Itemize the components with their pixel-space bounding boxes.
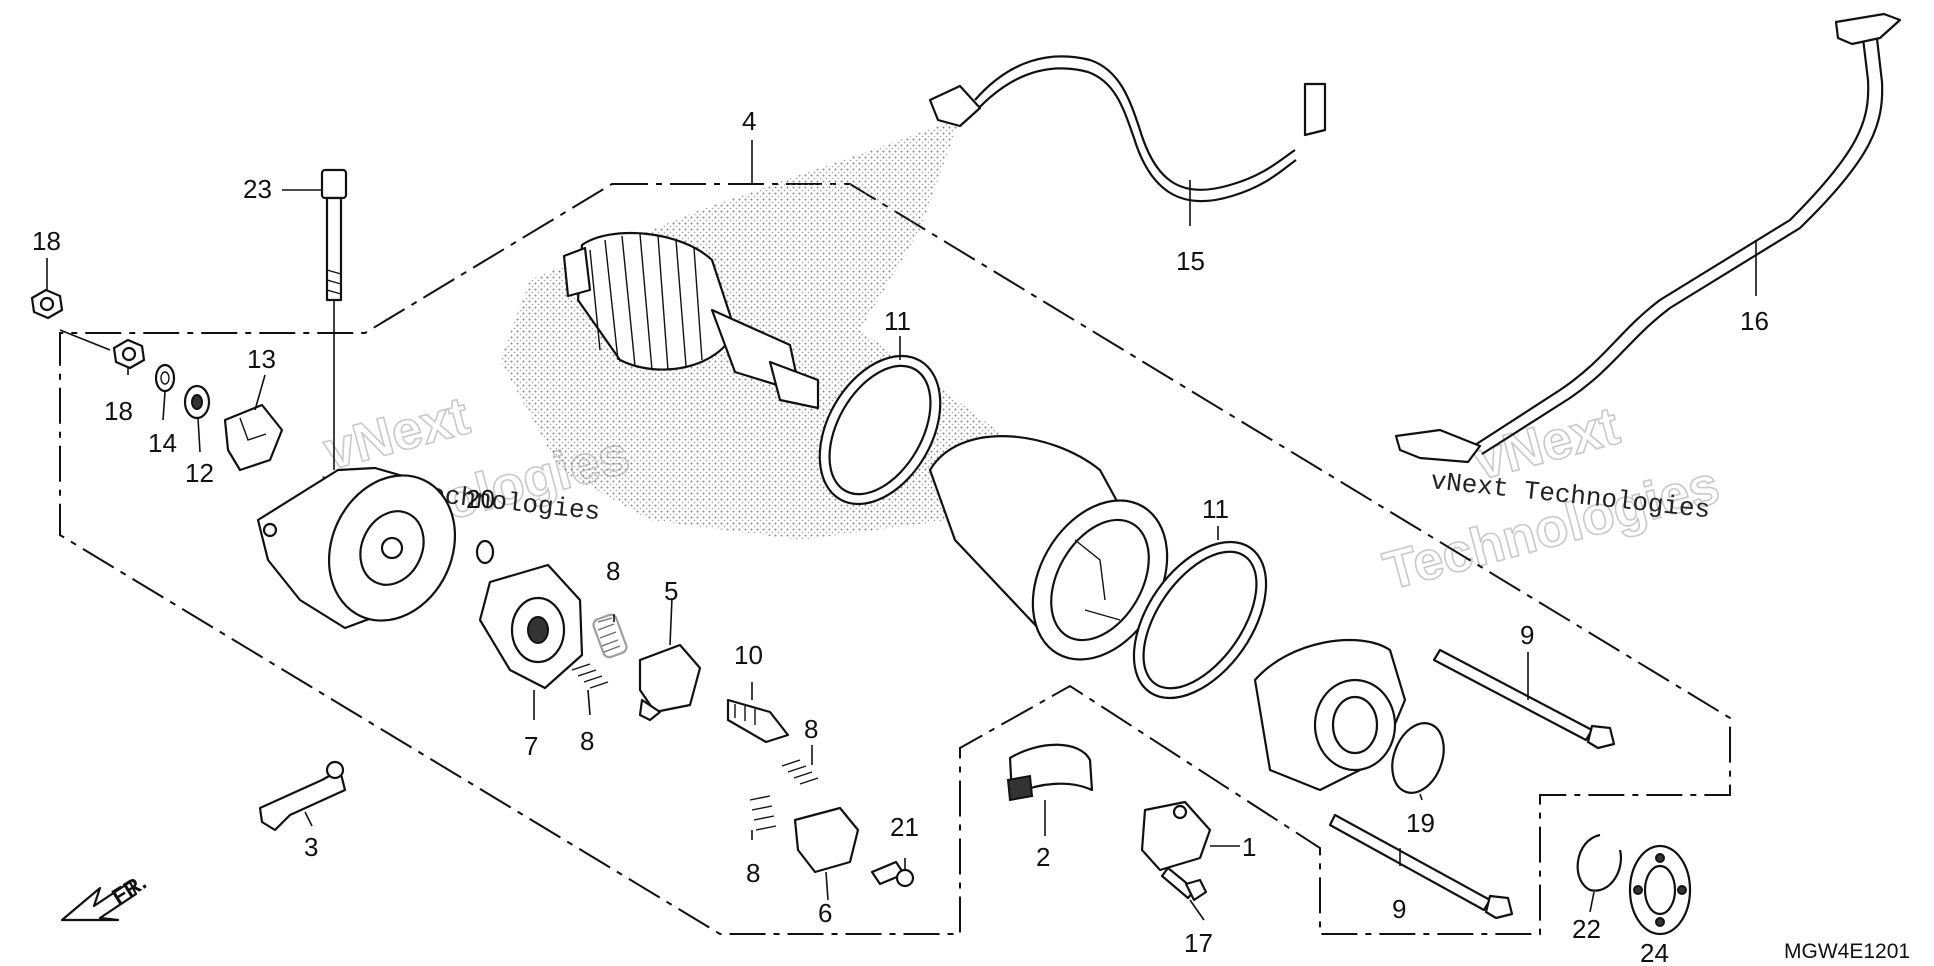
screw-17 bbox=[1160, 866, 1208, 902]
callout-8-upper: 8 bbox=[606, 556, 620, 586]
o-ring-11-upper bbox=[818, 354, 942, 506]
washer-14 bbox=[154, 363, 176, 393]
o-ring-19 bbox=[1391, 722, 1445, 794]
callout-5: 5 bbox=[664, 576, 678, 606]
screw-21 bbox=[870, 860, 915, 888]
armature-rotor bbox=[562, 231, 820, 410]
nut-18-inner bbox=[112, 338, 146, 370]
front-direction-arrow: FR. bbox=[60, 869, 151, 922]
callout-8-lower: 8 bbox=[746, 858, 760, 888]
bracket-3 bbox=[258, 760, 347, 832]
plate-1 bbox=[1140, 800, 1212, 872]
o-ring-11-lower bbox=[1132, 540, 1268, 700]
callout-11-upper: 11 bbox=[884, 306, 911, 336]
watermark-technologies-right: Technologies bbox=[1378, 455, 1726, 602]
nut-18-outer bbox=[30, 288, 64, 320]
spring-8-upper bbox=[592, 613, 628, 659]
terminal-insulator-13 bbox=[223, 403, 284, 472]
callout-numbers: 4 23 18 18 14 12 13 11 11 15 16 20 8 5 1… bbox=[32, 106, 1769, 966]
callout-8-left: 8 bbox=[580, 726, 594, 756]
motor-yoke-case bbox=[928, 435, 1169, 661]
callout-12: 12 bbox=[185, 458, 214, 488]
diagram-code: MGW4E1201 bbox=[1784, 940, 1910, 963]
watermark-right: vNext Technologies vNext Technologies bbox=[1377, 395, 1726, 603]
callout-15: 15 bbox=[1176, 246, 1205, 276]
callout-8-mid: 8 bbox=[804, 714, 818, 744]
cable-15 bbox=[928, 55, 1327, 203]
callout-18-inner: 18 bbox=[104, 396, 133, 426]
callout-16: 16 bbox=[1740, 306, 1769, 336]
washer-20 bbox=[475, 539, 495, 565]
spring-8-mid bbox=[781, 759, 819, 785]
bolt-9-lower bbox=[1328, 813, 1514, 920]
brush-terminal-10 bbox=[726, 698, 790, 744]
leader-lines bbox=[46, 140, 1757, 921]
front-cover bbox=[1253, 638, 1407, 792]
callout-24: 24 bbox=[1640, 938, 1669, 966]
callout-9-upper: 9 bbox=[1520, 620, 1534, 650]
rear-cover-housing bbox=[256, 466, 457, 630]
bolt-23 bbox=[320, 168, 348, 470]
watermark-vnext-left: vNext bbox=[318, 386, 476, 482]
cable-16 bbox=[1394, 12, 1902, 464]
callout-6: 6 bbox=[818, 898, 832, 928]
assembly-boundary-outline bbox=[59, 183, 1731, 935]
callout-9-lower: 9 bbox=[1392, 894, 1406, 924]
insulator-12 bbox=[183, 384, 211, 420]
callout-18-outer: 18 bbox=[32, 226, 61, 256]
insulator-2 bbox=[1006, 743, 1094, 802]
callout-13: 13 bbox=[247, 344, 276, 374]
callout-20: 20 bbox=[466, 484, 495, 514]
callout-14: 14 bbox=[148, 428, 177, 458]
callout-1: 1 bbox=[1242, 832, 1256, 862]
brush-plate-5 bbox=[638, 643, 702, 722]
callout-23: 23 bbox=[243, 174, 272, 204]
callout-17: 17 bbox=[1184, 928, 1213, 958]
callout-3: 3 bbox=[304, 832, 318, 862]
leader-nut-chain bbox=[59, 329, 111, 351]
callout-22: 22 bbox=[1572, 914, 1601, 944]
brush-holder-plate-6 bbox=[793, 806, 860, 874]
callout-7: 7 bbox=[524, 731, 538, 761]
circlip-22 bbox=[1576, 833, 1623, 892]
brush-holder-7 bbox=[478, 563, 584, 690]
spring-8-lower bbox=[749, 795, 777, 831]
bearing-24 bbox=[1628, 844, 1692, 936]
callout-21: 21 bbox=[890, 812, 919, 842]
callout-11-lower: 11 bbox=[1202, 494, 1229, 524]
callout-19: 19 bbox=[1406, 808, 1435, 838]
callout-10: 10 bbox=[734, 640, 763, 670]
spring-8-left bbox=[571, 663, 609, 689]
callout-2: 2 bbox=[1036, 842, 1050, 872]
callout-4: 4 bbox=[742, 106, 756, 136]
bolt-9-upper bbox=[1432, 648, 1616, 750]
